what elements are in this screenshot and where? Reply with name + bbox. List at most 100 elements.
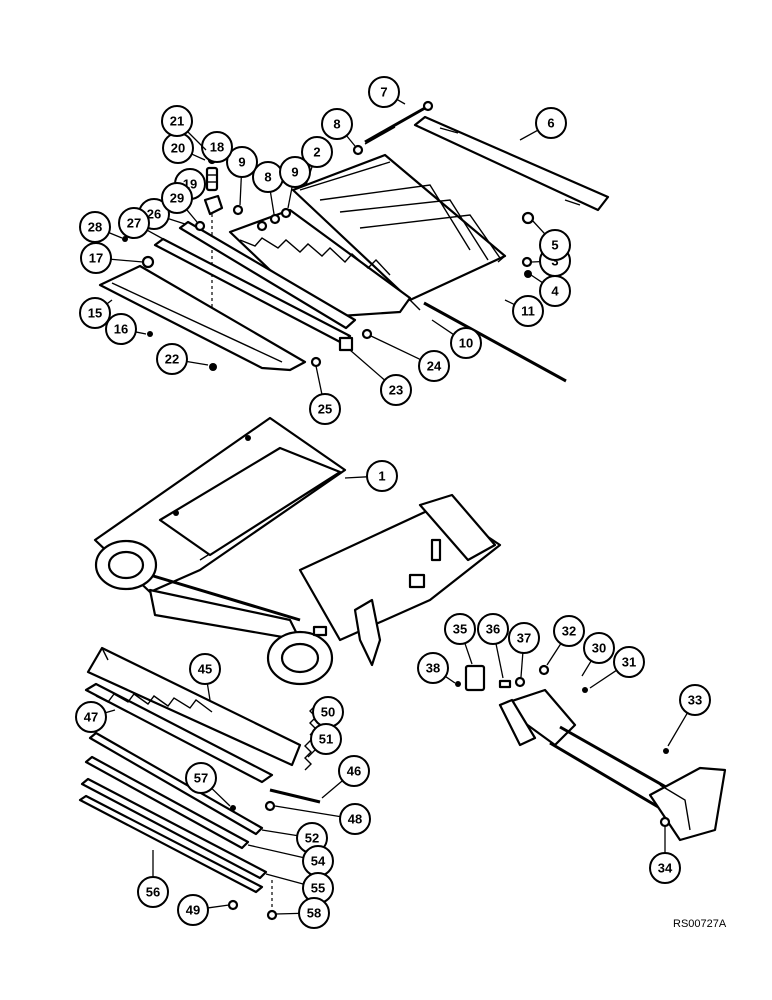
callout-circle (535, 107, 567, 139)
callout-label: 22 (165, 352, 179, 367)
callout-circle (309, 393, 341, 425)
lower-left-assembly (78, 646, 321, 921)
callout-circle (301, 136, 333, 168)
part-32-nut (538, 664, 550, 676)
part-38-pin (455, 681, 461, 687)
callout-label: 57 (194, 771, 208, 786)
part-49-nut (227, 899, 239, 911)
callout-21: 21 (161, 105, 207, 151)
part-9-washer-left (232, 204, 244, 216)
callout-label: 10 (459, 336, 473, 351)
callout-label: 55 (311, 881, 325, 896)
leader-line (349, 349, 386, 381)
part-23-block (338, 336, 354, 352)
callout-label: 34 (658, 861, 673, 876)
callout-36: 36 (477, 613, 509, 679)
callout-48: 48 (274, 803, 371, 835)
leader-line (206, 683, 211, 701)
callout-25: 25 (309, 365, 341, 425)
leader-line (287, 186, 293, 209)
callout-circle (321, 108, 353, 140)
part-57-bolt (230, 805, 236, 811)
callout-23: 23 (349, 349, 412, 406)
leader-line (431, 319, 454, 336)
callout-circle (338, 755, 370, 787)
leader-line (321, 780, 343, 799)
leader-line (168, 217, 186, 225)
callout-circle (189, 653, 221, 685)
callout-label: 15 (88, 306, 102, 321)
leader-line (110, 258, 144, 263)
callout-label: 33 (688, 693, 702, 708)
callout-8a: 8 (321, 108, 356, 147)
leader-line (667, 712, 688, 747)
leader-line (187, 131, 207, 151)
callout-label: 9 (238, 155, 245, 170)
callout-label: 23 (389, 383, 403, 398)
callout-22: 22 (156, 343, 209, 375)
leader-line (445, 675, 456, 684)
callout-circle (512, 295, 544, 327)
callout-circle (156, 343, 188, 375)
reference-code: RS00727A (673, 918, 727, 930)
callout-37: 37 (508, 622, 540, 678)
callout-label: 45 (198, 662, 212, 677)
callout-circle (161, 182, 193, 214)
leader-line (504, 299, 515, 306)
callout-32: 32 (546, 615, 585, 666)
callout-38: 38 (417, 652, 456, 684)
callout-circle (508, 622, 540, 654)
callout-circle (553, 615, 585, 647)
callout-label: 49 (186, 903, 200, 918)
callout-11: 11 (504, 295, 544, 327)
leader-line (274, 805, 341, 818)
callout-circle (417, 652, 449, 684)
callout-24: 24 (370, 335, 450, 382)
part-34-nut (659, 816, 671, 828)
callout-27: 27 (118, 207, 166, 241)
callout-15: 15 (79, 297, 113, 329)
callout-45: 45 (189, 653, 221, 701)
callout-label: 37 (517, 631, 531, 646)
callout-circle (185, 762, 217, 794)
callout-9a: 9 (226, 146, 258, 206)
callout-label: 7 (380, 85, 387, 100)
leader-line (464, 642, 473, 665)
callout-47: 47 (75, 701, 116, 733)
callout-circle (444, 613, 476, 645)
callout-51: 51 (307, 723, 342, 758)
callout-circle (649, 852, 681, 884)
callout-30: 30 (581, 632, 615, 677)
callout-label: 8 (333, 117, 340, 132)
part-7-bolt (364, 100, 434, 145)
part-26-27-bars (153, 220, 357, 345)
leader-line (345, 135, 356, 147)
callout-label: 52 (305, 831, 319, 846)
callout-29: 29 (161, 182, 198, 223)
callout-circle (539, 275, 571, 307)
callout-circle (118, 207, 150, 239)
callout-label: 46 (347, 764, 361, 779)
leader-line (531, 219, 546, 235)
callout-circle (79, 211, 111, 243)
callout-7: 7 (368, 76, 406, 108)
part-9-washer-mid (280, 207, 292, 219)
callout-58: 58 (275, 897, 330, 929)
callout-circle (539, 229, 571, 261)
part-24-nut (361, 328, 373, 340)
leader-line (239, 176, 242, 206)
part-47-serrated-bar (84, 682, 274, 784)
part-3-washer (521, 256, 533, 268)
part-11-rod (423, 301, 567, 383)
callout-label: 11 (521, 304, 535, 319)
leader-line (105, 709, 116, 714)
part-58-nut (266, 909, 278, 921)
callout-label: 1 (378, 469, 385, 484)
leader-line (261, 829, 298, 837)
leader-line (186, 209, 198, 223)
part-1-frame (93, 416, 502, 686)
callout-28: 28 (79, 211, 123, 243)
callout-circle (75, 701, 107, 733)
callout-circle (137, 876, 169, 908)
leader-line (495, 643, 504, 679)
